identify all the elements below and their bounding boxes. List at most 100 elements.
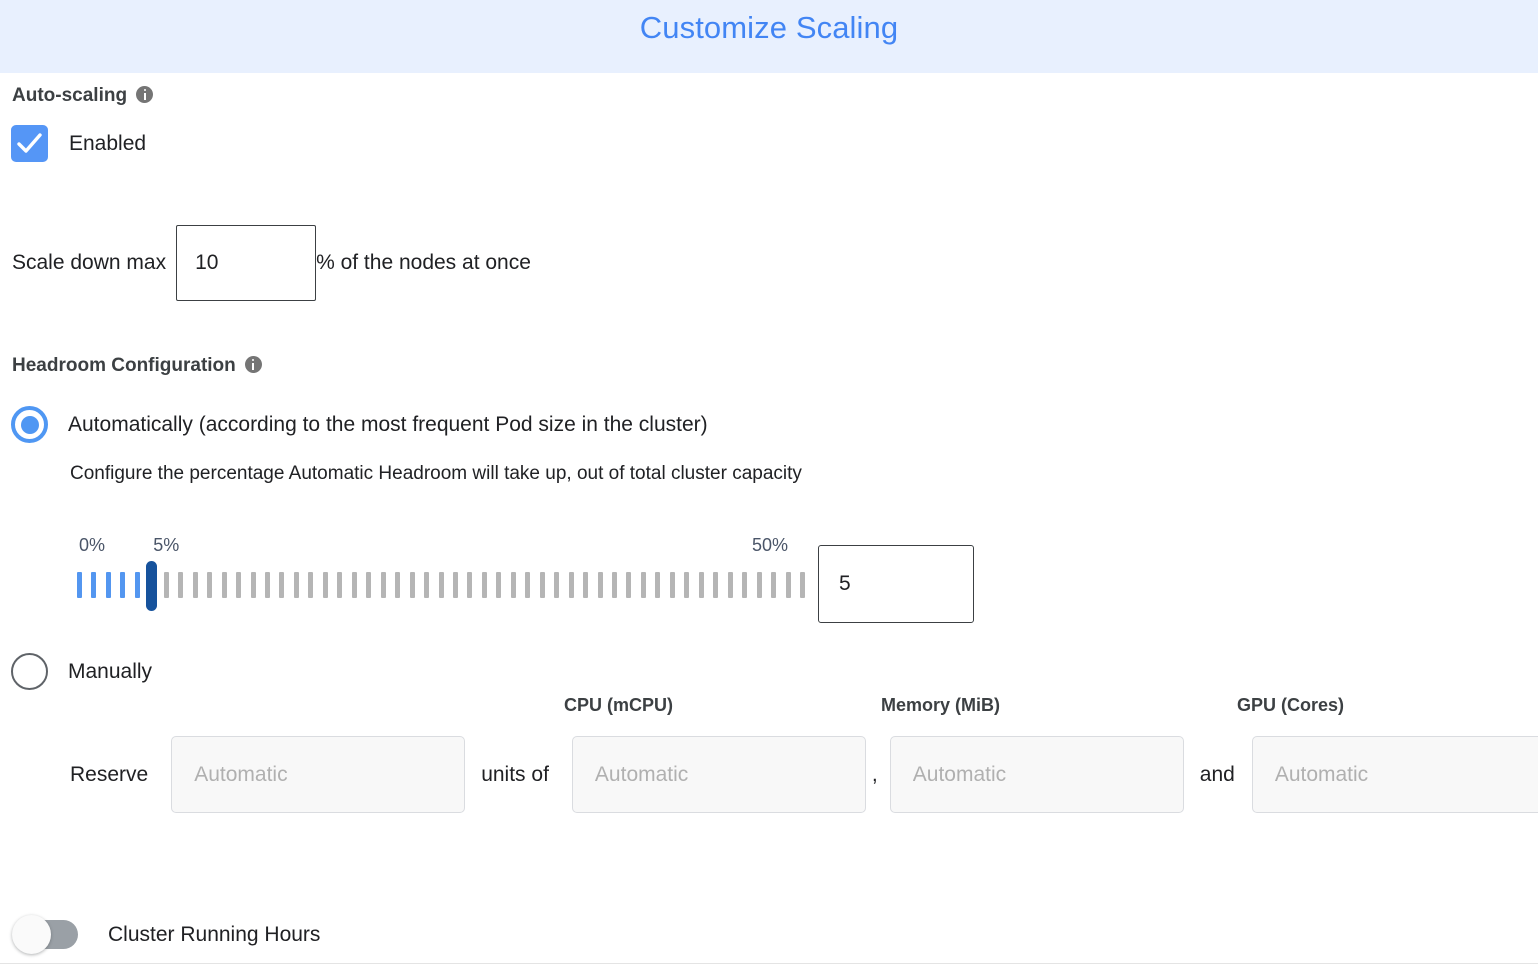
column-header-gpu: GPU (Cores) <box>1237 695 1345 715</box>
cluster-running-hours-label: Cluster Running Hours <box>108 922 321 946</box>
slider-tick <box>539 572 545 598</box>
and-separator-label: and <box>1199 762 1235 786</box>
slider-thumb[interactable] <box>146 561 158 611</box>
slider-tick <box>496 572 502 598</box>
slider-tick <box>250 572 256 598</box>
slider-tick <box>380 572 386 598</box>
info-icon[interactable] <box>244 356 262 374</box>
reserve-units-input[interactable] <box>171 736 466 813</box>
headroom-manual-radio-row[interactable]: Manually <box>11 653 152 690</box>
headroom-section-label-text: Headroom Configuration <box>12 355 236 376</box>
slider-tick <box>424 572 430 598</box>
slider-tick-labels: 0% 5% 50% <box>77 535 807 563</box>
headroom-percentage-slider[interactable]: 0% 5% 50% <box>77 535 807 611</box>
slider-tick <box>742 572 748 598</box>
slider-tick <box>481 572 487 598</box>
autoscaling-enabled-checkbox[interactable] <box>11 125 48 162</box>
slider-tick <box>264 572 270 598</box>
slider-tick <box>134 572 140 598</box>
page-title: Customize Scaling <box>639 10 899 45</box>
slider-tick <box>698 572 704 598</box>
slider-min-label: 0% <box>78 535 106 555</box>
headroom-automatic-description: Configure the percentage Automatic Headr… <box>70 463 802 484</box>
autoscaling-enabled-row[interactable]: Enabled <box>11 125 146 162</box>
slider-tick <box>640 572 646 598</box>
slider-tick <box>510 572 516 598</box>
manual-fields-row: Reserve units of , and <box>70 736 1538 813</box>
manual-reserve-grid: CPU (mCPU) Memory (MiB) GPU (Cores) Rese… <box>70 695 1538 813</box>
slider-tick <box>467 572 473 598</box>
slider-tick <box>120 572 126 598</box>
slider-tick <box>800 572 805 598</box>
slider-tick <box>77 572 82 598</box>
slider-tick <box>554 572 560 598</box>
scale-down-max-suffix-label: % of the nodes at once <box>316 251 531 274</box>
slider-tick <box>727 572 733 598</box>
slider-max-label: 50% <box>751 535 789 555</box>
slider-tick <box>756 572 762 598</box>
slider-tick <box>322 572 328 598</box>
autoscaling-section-label-text: Auto-scaling <box>12 85 128 106</box>
autoscaling-enabled-label: Enabled <box>69 131 147 155</box>
slider-tick <box>568 572 574 598</box>
headroom-manual-radio[interactable] <box>11 653 48 690</box>
slider-tick <box>626 572 632 598</box>
reserve-label: Reserve <box>70 762 149 786</box>
headroom-section-label: Headroom Configuration <box>12 355 262 377</box>
slider-tick <box>771 572 777 598</box>
reserve-memory-input[interactable] <box>889 736 1184 813</box>
slider-tick <box>366 572 372 598</box>
headroom-automatic-radio-row[interactable]: Automatically (according to the most fre… <box>11 406 708 443</box>
slider-tick <box>713 572 719 598</box>
column-header-cpu: CPU (mCPU) <box>564 695 674 715</box>
slider-tick <box>337 572 343 598</box>
slider-tick <box>612 572 618 598</box>
scale-down-max-row: Scale down max % of the nodes at once <box>12 225 531 301</box>
slider-tick <box>351 572 357 598</box>
slider-tick <box>525 572 531 598</box>
slider-tick <box>293 572 299 598</box>
units-of-label: units of <box>481 762 549 786</box>
slider-tick <box>395 572 401 598</box>
slider-tick <box>279 572 285 598</box>
info-icon[interactable] <box>136 86 154 104</box>
slider-tick <box>597 572 603 598</box>
slider-tick <box>163 572 169 598</box>
slider-tick <box>308 572 314 598</box>
slider-current-label: 5% <box>153 535 180 555</box>
slider-tick <box>192 572 198 598</box>
slider-track[interactable] <box>77 561 807 611</box>
headroom-automatic-radio-label: Automatically (according to the most fre… <box>68 412 708 436</box>
slider-tick <box>684 572 690 598</box>
bottom-divider <box>0 963 1538 964</box>
headroom-manual-radio-label: Manually <box>68 659 153 683</box>
headroom-automatic-radio[interactable] <box>11 406 48 443</box>
slider-tick <box>221 572 227 598</box>
slider-tick <box>583 572 589 598</box>
dialog-header-band <box>0 0 1538 73</box>
headroom-percentage-input[interactable] <box>818 545 974 623</box>
scale-down-max-prefix-label: Scale down max <box>12 251 167 274</box>
slider-tick <box>669 572 675 598</box>
toggle-knob <box>12 915 51 954</box>
slider-tick <box>105 572 111 598</box>
column-header-memory: Memory (MiB) <box>881 695 1001 715</box>
check-icon <box>17 133 42 153</box>
cluster-running-hours-toggle[interactable] <box>12 915 78 954</box>
reserve-cpu-input[interactable] <box>571 736 866 813</box>
manual-column-headers: CPU (mCPU) Memory (MiB) GPU (Cores) <box>70 695 1530 723</box>
scale-down-max-input[interactable] <box>176 225 317 301</box>
slider-tick <box>655 572 661 598</box>
slider-tick <box>207 572 213 598</box>
slider-tick <box>178 572 184 598</box>
slider-tick <box>409 572 415 598</box>
slider-tick <box>452 572 458 598</box>
reserve-gpu-input[interactable] <box>1251 736 1538 813</box>
slider-tick <box>91 572 97 598</box>
slider-tick <box>236 572 242 598</box>
autoscaling-section-label: Auto-scaling <box>12 85 154 107</box>
comma-separator-label: , <box>871 762 878 786</box>
slider-tick <box>438 572 444 598</box>
slider-tick <box>785 572 791 598</box>
cluster-running-hours-row[interactable]: Cluster Running Hours <box>12 915 321 954</box>
